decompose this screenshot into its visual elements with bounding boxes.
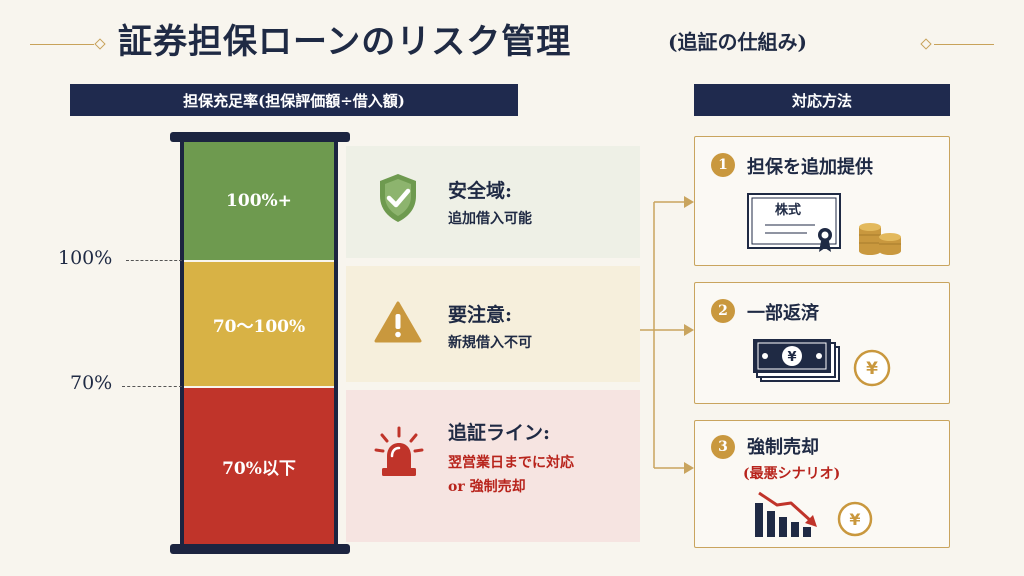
stock-certificate-icon bbox=[747, 193, 841, 252]
threshold-70-label: 70% bbox=[70, 372, 113, 394]
banknote-icon: ¥ bbox=[753, 339, 840, 382]
action-card-forced-sale: 3 強制売却 (最悪シナリオ) ¥ bbox=[694, 420, 950, 548]
yen-coin-text: ¥ bbox=[866, 359, 878, 379]
zone-safe-desc: 追加借入可能 bbox=[448, 211, 532, 227]
zone-margin-call-desc-line2: or 強制売却 bbox=[448, 479, 526, 495]
left-header-bar: 担保充足率(担保評価額÷借入額) bbox=[70, 84, 518, 116]
zone-safe: 安全域: 追加借入可能 bbox=[346, 146, 640, 258]
title-ornament-right-diamond bbox=[920, 38, 932, 50]
falling-chart-icon bbox=[755, 491, 817, 537]
threshold-100-line bbox=[126, 260, 182, 261]
bar-frame-right bbox=[334, 140, 338, 550]
action-subtitle-3: (最悪シナリオ) bbox=[743, 466, 841, 482]
zone-safe-title: 安全域: bbox=[448, 180, 513, 202]
segment-caution: 70〜100% bbox=[184, 262, 334, 386]
banknote-yen-text: ¥ bbox=[787, 350, 796, 365]
action-card-partial-repay: 2 一部返済 ¥ ¥ bbox=[694, 282, 950, 404]
warning-icon bbox=[374, 301, 422, 343]
zone-caution-title: 要注意: bbox=[448, 304, 513, 326]
zone-margin-call: 追証ライン: 翌営業日までに対応 or 強制売却 bbox=[346, 390, 640, 542]
bar-frame-left bbox=[180, 140, 184, 550]
connector-arrows bbox=[640, 196, 694, 474]
yen-coin-icon: ¥ bbox=[853, 349, 891, 387]
threshold-70-line bbox=[122, 386, 182, 387]
action-title-1: 担保を追加提供 bbox=[747, 157, 873, 178]
threshold-100-label: 100% bbox=[58, 247, 113, 269]
bar-cap-bottom bbox=[170, 544, 350, 554]
action-number-1: 1 bbox=[711, 153, 735, 177]
bar-cap-top bbox=[170, 132, 350, 142]
segment-safe: 100%+ bbox=[184, 142, 334, 260]
shield-check-icon bbox=[380, 174, 416, 222]
yen-coin-text-2: ¥ bbox=[849, 510, 860, 529]
action-number-2: 2 bbox=[711, 299, 735, 323]
segment-margin-call: 70%以下 bbox=[184, 388, 334, 544]
zone-caution-desc: 新規借入不可 bbox=[448, 335, 532, 351]
title-ornament-right-line bbox=[934, 44, 994, 45]
coin-stack-icon bbox=[859, 223, 901, 255]
action-card-add-collateral: 1 担保を追加提供 株式 bbox=[694, 136, 950, 266]
right-header-bar: 対応方法 bbox=[694, 84, 950, 116]
action-title-3: 強制売却 bbox=[747, 437, 819, 458]
action-title-2: 一部返済 bbox=[747, 303, 819, 324]
certificate-text: 株式 bbox=[775, 203, 802, 218]
title-ornament-left-line bbox=[30, 44, 94, 45]
zone-margin-call-desc-line1: 翌営業日までに対応 bbox=[448, 455, 574, 471]
page-title: 証券担保ローンのリスク管理 bbox=[118, 22, 572, 62]
alarm-light-icon bbox=[374, 426, 424, 476]
zone-caution: 要注意: 新規借入不可 bbox=[346, 266, 640, 382]
zone-margin-call-title: 追証ライン: bbox=[448, 422, 551, 444]
page-subtitle: (追証の仕組み) bbox=[668, 30, 807, 54]
title-ornament-left-diamond bbox=[94, 38, 106, 50]
yen-coin-icon-2: ¥ bbox=[837, 501, 873, 537]
action-number-3: 3 bbox=[711, 435, 735, 459]
